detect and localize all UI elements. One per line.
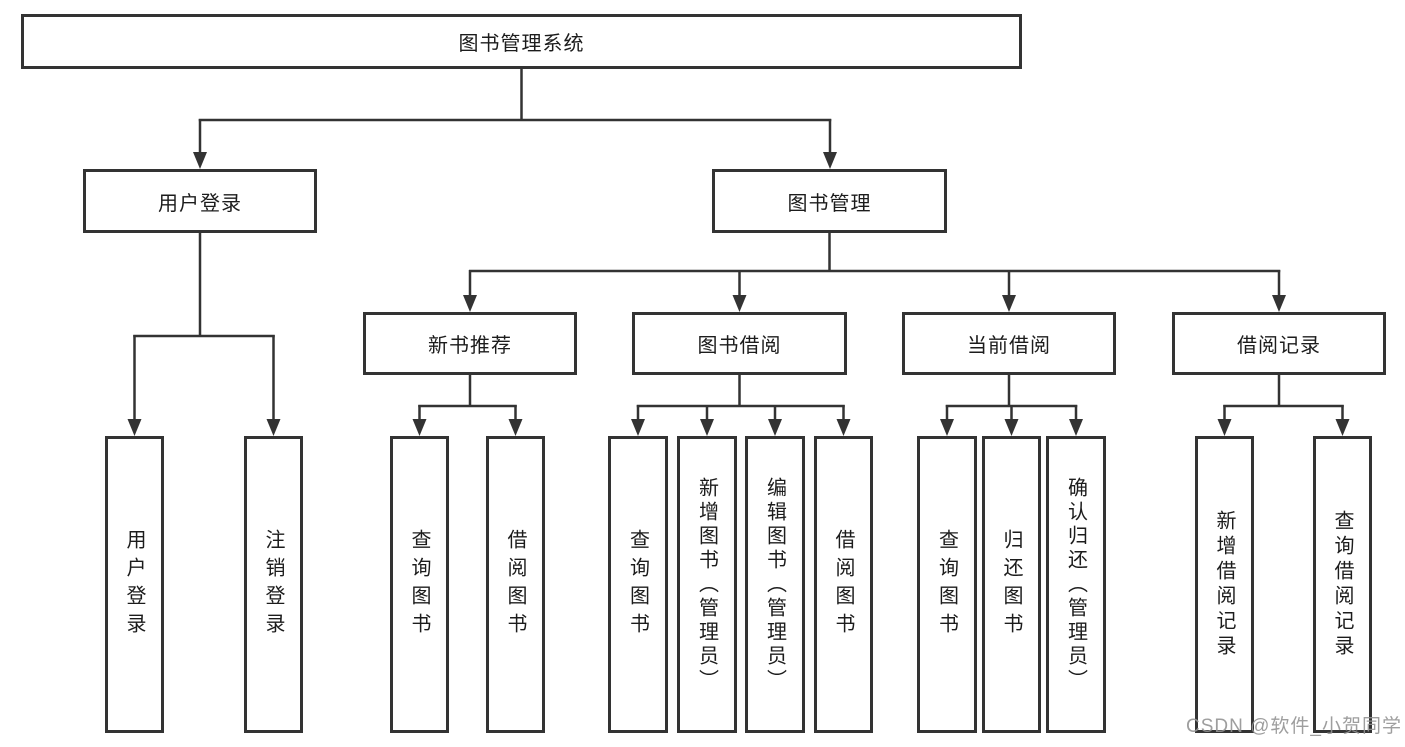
leaf-query-books-borrow: 查询图书 [608,436,668,733]
leaf-borrow-books: 借阅图书 [814,436,873,733]
connector-book-management-to-level3 [463,233,1286,312]
connector-current-borrow-to-leaves [940,375,1083,436]
leaf-logout: 注销登录 [244,436,303,733]
connector-borrow-records-to-leaves [1217,375,1350,436]
connector-new-book-to-leaves [412,375,523,436]
connector-root-to-level2 [193,69,837,169]
leaf-add-borrow-record: 新增借阅记录 [1195,436,1254,733]
leaf-query-books-recommend: 查询图书 [390,436,449,733]
leaf-return-book: 归还图书 [982,436,1041,733]
leaf-query-books-current: 查询图书 [917,436,977,733]
leaf-edit-book-admin: 编辑图书（管理员） [745,436,805,733]
node-borrow-records: 借阅记录 [1172,312,1386,375]
leaf-borrow-books-recommend: 借阅图书 [486,436,545,733]
leaf-user-login: 用户登录 [105,436,164,733]
node-current-borrowing: 当前借阅 [902,312,1116,375]
node-new-book-recommend: 新书推荐 [363,312,577,375]
node-book-borrowing: 图书借阅 [632,312,847,375]
connector-book-borrow-to-leaves [631,375,851,436]
connector-user-login-to-leaves [127,233,281,436]
leaf-add-book-admin: 新增图书（管理员） [677,436,737,733]
leaf-confirm-return-admin: 确认归还（管理员） [1046,436,1106,733]
leaf-query-borrow-record: 查询借阅记录 [1313,436,1372,733]
node-book-management: 图书管理 [712,169,947,233]
node-library-management-system: 图书管理系统 [21,14,1022,69]
node-user-login: 用户登录 [83,169,317,233]
csdn-watermark: CSDN @软件_小贺同学 [1186,716,1402,737]
